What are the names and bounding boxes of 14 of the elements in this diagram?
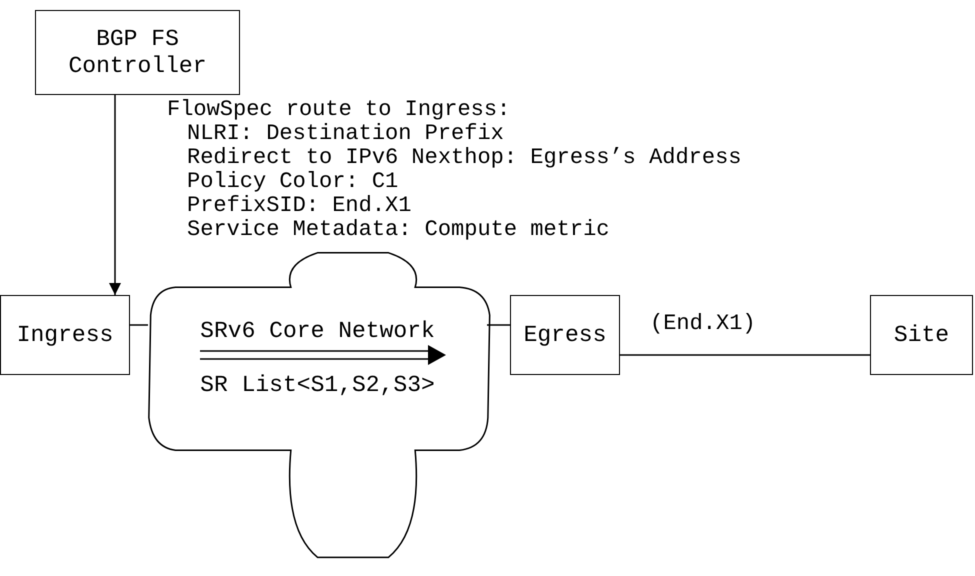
node-label: Site <box>894 322 950 348</box>
connector-line <box>620 354 870 356</box>
node-label: Ingress <box>16 322 114 348</box>
network-label: SRv6 Core Network <box>199 318 436 344</box>
router-box <box>510 295 620 375</box>
connector-line <box>487 324 510 326</box>
node-label: BGP FS Controller <box>67 26 208 79</box>
node-label: Egress <box>524 322 606 348</box>
connector-line <box>130 324 148 326</box>
site-box <box>870 295 973 375</box>
controller-box <box>35 10 240 95</box>
router-box <box>0 295 130 375</box>
connector-line <box>109 95 121 295</box>
sr-list-label: SR List<S1,S2,S3> <box>199 372 436 398</box>
